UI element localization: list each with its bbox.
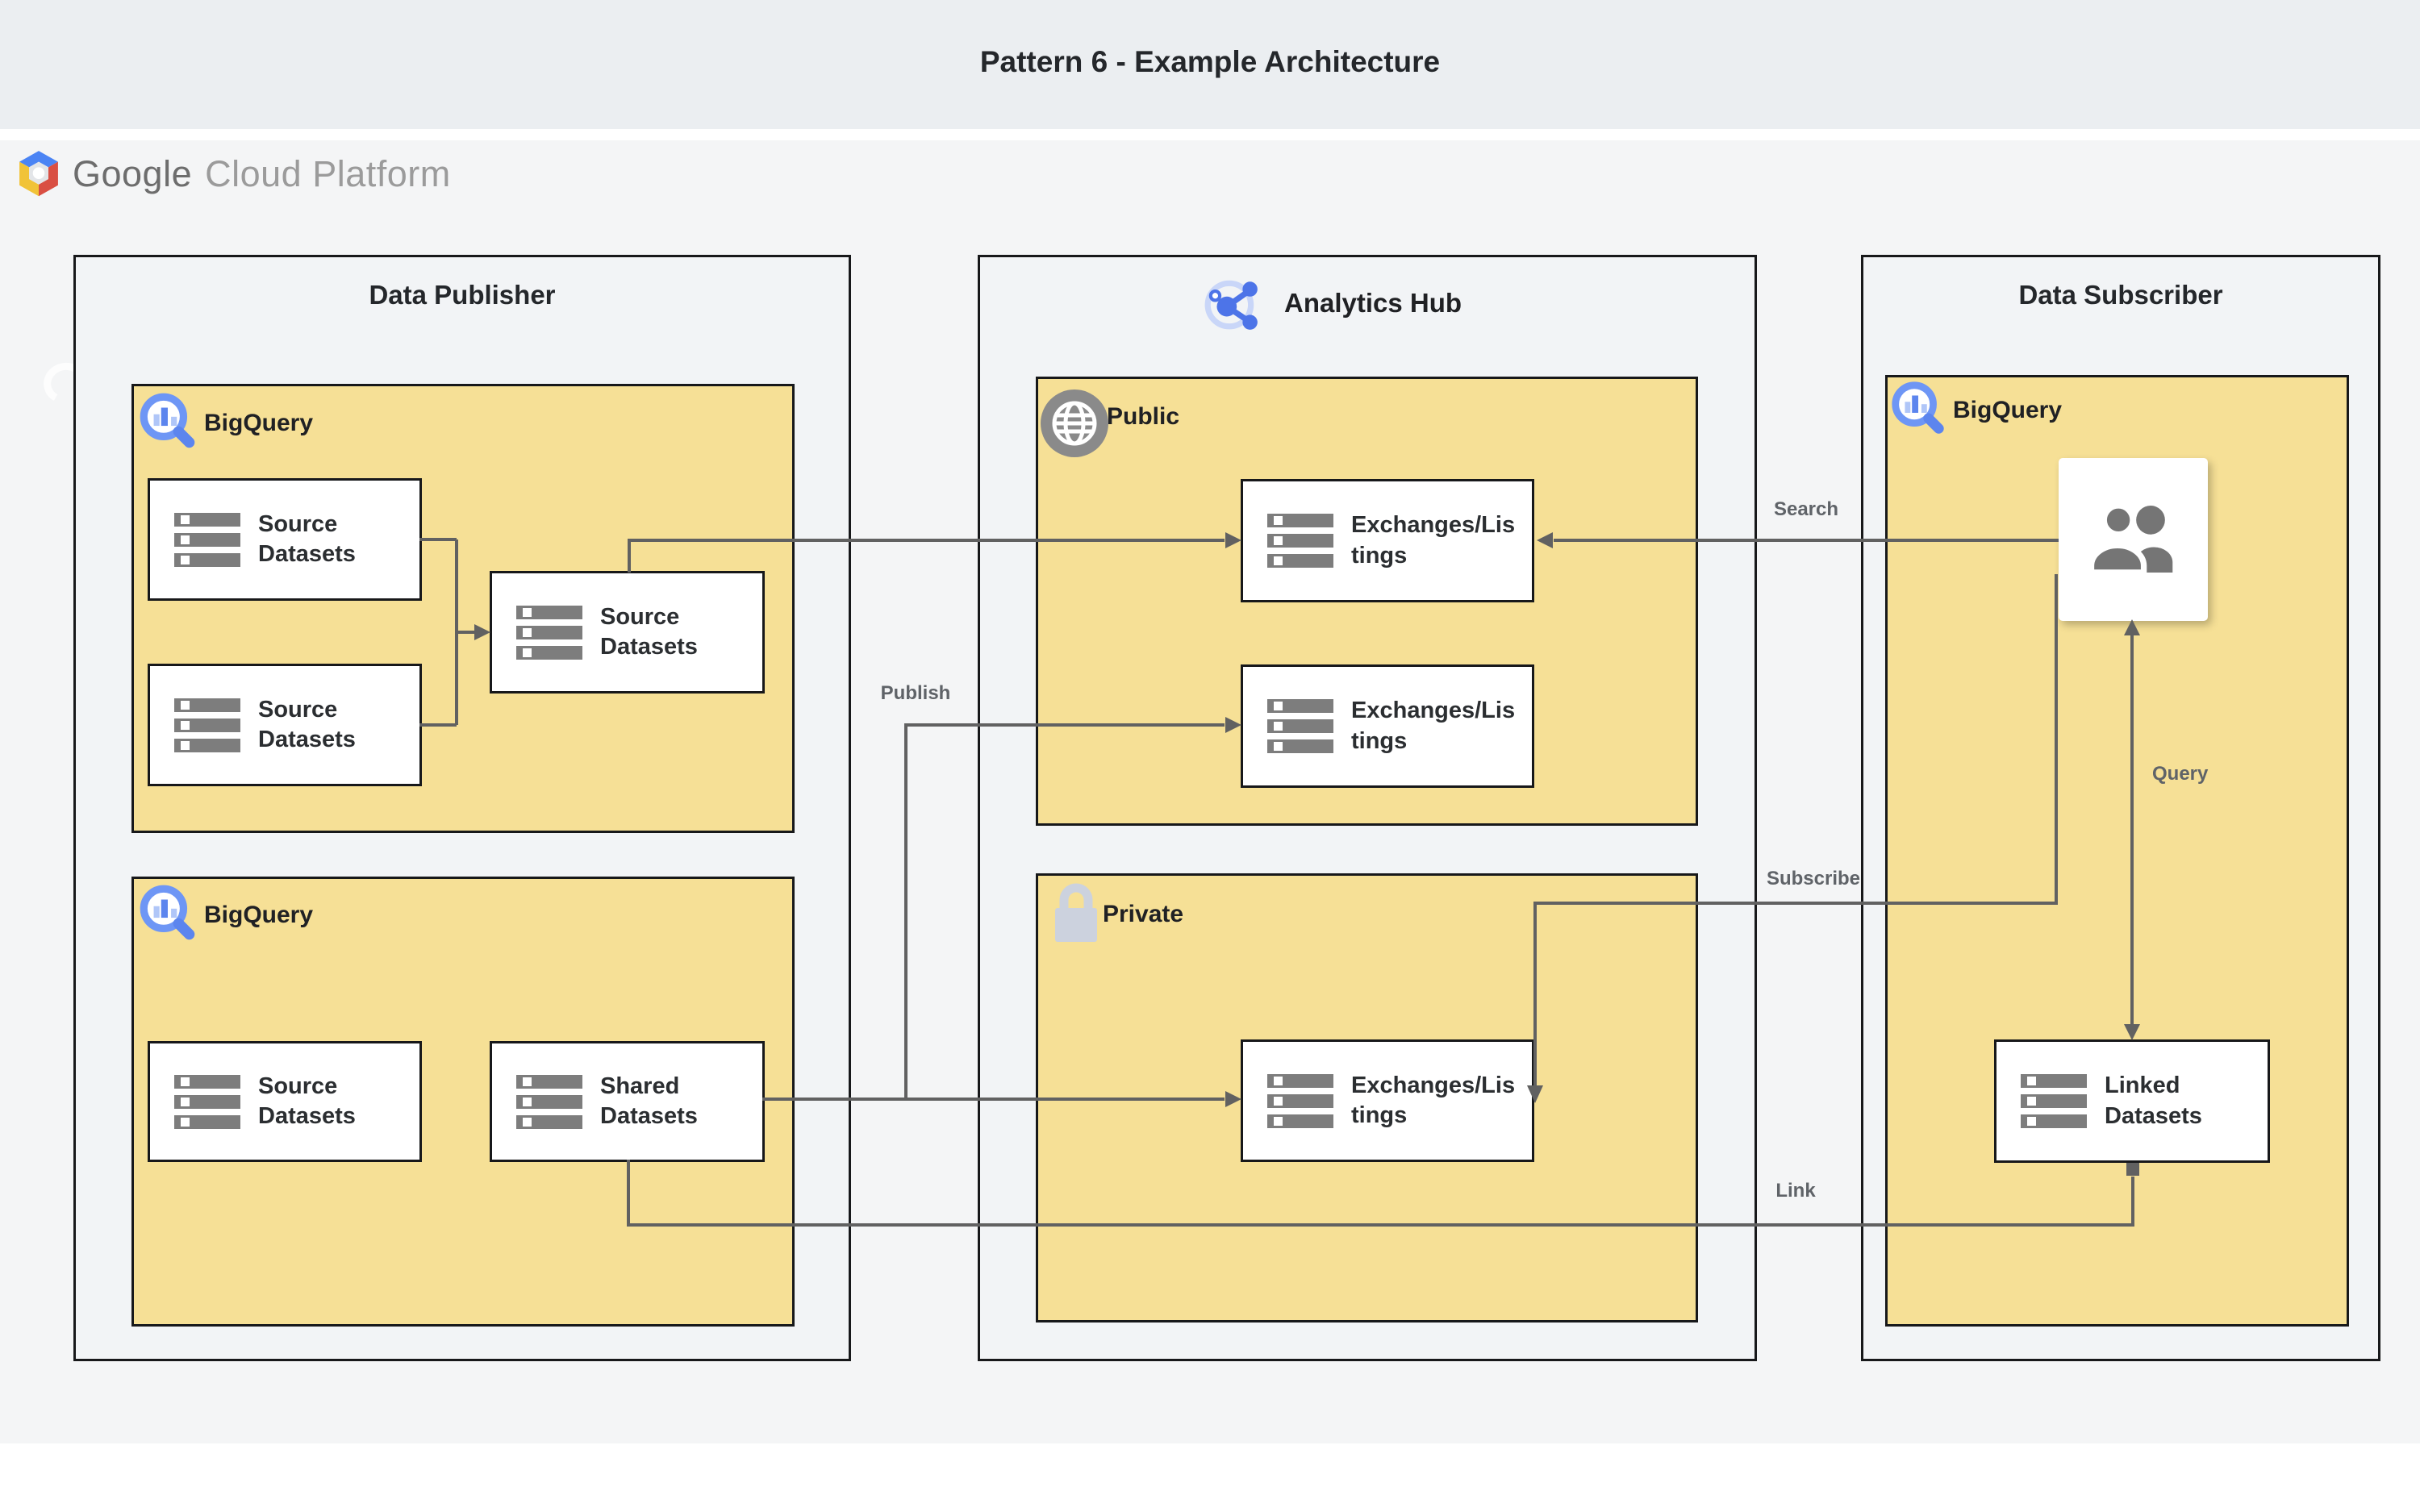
data-publisher-title: Data Publisher [369,280,556,310]
bigquery-label: BigQuery [1953,397,2063,423]
shared-datasets-box: Shared Datasets [490,1041,765,1162]
box-label: Source Datasets [600,603,698,660]
source-datasets-box-a: Source Datasets [148,478,422,601]
brand-secondary: Cloud Platform [205,153,451,194]
page-title: Pattern 6 - Example Architecture [979,45,1441,78]
datasets-icon [2021,1068,2087,1135]
publisher-bigquery-bottom-header: BigQuery [136,882,313,948]
footer-band [0,1443,2420,1512]
users-icon [2083,493,2184,586]
bigquery-icon [136,390,202,456]
datasets-icon [516,1068,582,1135]
exchanges-listings-box-a: Exchanges/Lis tings [1241,479,1534,602]
header-separator [0,129,2420,140]
edge-label-search: Search [1773,498,1839,520]
box-label: Source Datasets [258,1073,356,1129]
bigquery-icon [136,882,202,948]
subscriber-bigquery-header: BigQuery [1888,379,2062,442]
exchanges-listings-box-private: Exchanges/Lis tings [1241,1039,1534,1162]
source-datasets-box-merged: Source Datasets [490,571,765,694]
datasets-icon [174,692,240,759]
users-card [2059,458,2208,621]
bigquery-icon [1888,379,1951,442]
source-datasets-box-bottom: Source Datasets [148,1041,422,1162]
box-label: Exchanges/Lis tings [1351,512,1516,569]
header-band [0,0,2420,129]
edge-label-link: Link [1775,1180,1816,1202]
box-label: Shared Datasets [600,1073,698,1129]
lock-icon [1054,877,1099,943]
gcp-brand: Google Cloud Platform [18,148,451,201]
analytics-hub-title: Analytics Hub [1284,288,1462,318]
gcp-logo-icon [18,148,60,200]
datasets-icon [174,506,240,573]
globe-icon [1041,389,1108,457]
box-label: Source Datasets [258,510,356,567]
analytics-hub-icon [1202,273,1262,333]
datasets-icon [1267,507,1333,574]
brand-primary: Google [73,153,193,194]
datasets-icon [1267,1068,1333,1135]
edge-label-publish: Publish [880,682,951,704]
datasets-icon [174,1068,240,1135]
box-label: Source Datasets [258,696,356,752]
box-label: Exchanges/Lis tings [1351,698,1516,754]
bigquery-label: BigQuery [204,902,314,928]
box-label: Linked Datasets [2105,1073,2202,1129]
datasets-icon [1267,693,1333,760]
exchanges-listings-box-b: Exchanges/Lis tings [1241,664,1534,788]
private-label: Private [1103,901,1184,927]
datasets-icon [516,599,582,666]
linked-datasets-box: Linked Datasets [1994,1039,2270,1163]
analytics-hub-header: Analytics Hub [1202,273,1462,333]
public-label: Public [1107,403,1180,430]
edge-label-subscribe: Subscribe [1766,868,1861,889]
source-datasets-box-b: Source Datasets [148,664,422,786]
bigquery-label: BigQuery [204,410,314,436]
edge-label-query: Query [2152,763,2209,785]
data-subscriber-title: Data Subscriber [2018,280,2223,310]
box-label: Exchanges/Lis tings [1351,1072,1516,1128]
publisher-bigquery-top-header: BigQuery [136,390,313,456]
